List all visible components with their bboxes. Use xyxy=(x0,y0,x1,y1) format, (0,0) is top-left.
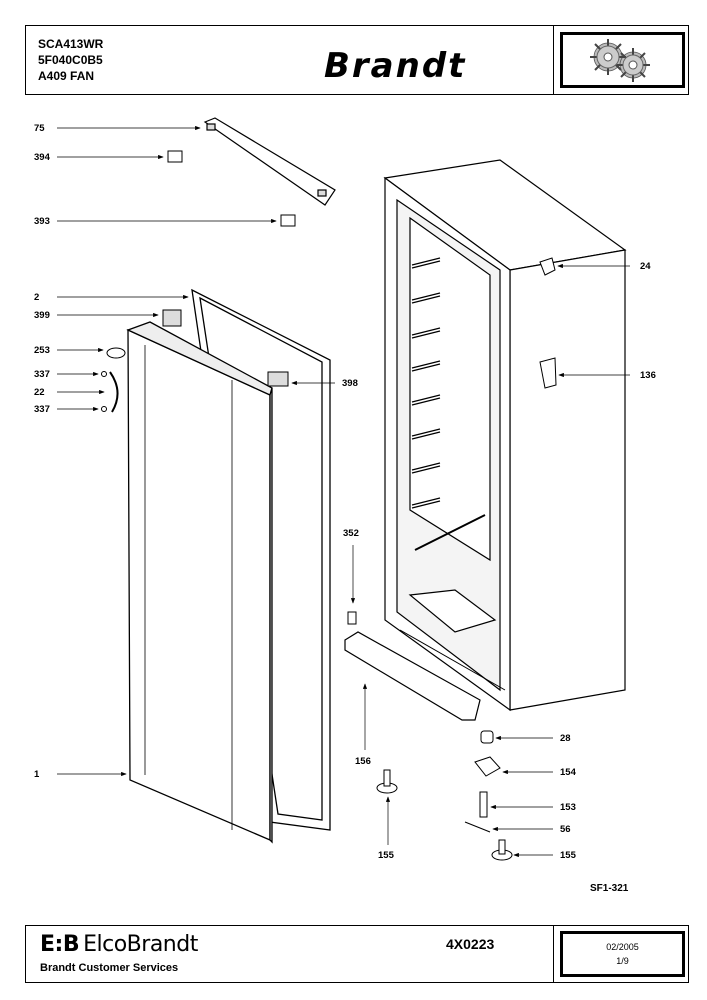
callout-label: 1 xyxy=(34,769,40,780)
callout-label: 352 xyxy=(343,528,359,539)
model-list: SCA413WR 5F040C0B5 A409 FAN xyxy=(38,36,103,84)
exploded-parts-diagram: 75 394 393 2 399 253 337 22 337 1 398 35… xyxy=(34,117,656,861)
date-cell: 02/2005 1/9 xyxy=(553,926,689,982)
document-date: 02/2005 xyxy=(606,942,639,952)
logo-cell xyxy=(553,26,689,94)
callout-label: 155 xyxy=(560,850,577,861)
model-code: SCA413WR xyxy=(38,37,104,51)
date-frame: 02/2005 1/9 xyxy=(560,931,685,977)
callout-label: 253 xyxy=(34,345,50,356)
model-code: 5F040C0B5 xyxy=(38,53,103,67)
callout-label: 24 xyxy=(640,261,651,272)
callout-label: 337 xyxy=(34,404,50,415)
company-mark: E:B xyxy=(40,932,80,957)
callout-label: 28 xyxy=(560,733,571,744)
gears-logo-frame xyxy=(560,32,685,88)
callout-label: 398 xyxy=(342,378,358,389)
callout-label: 394 xyxy=(34,152,51,163)
callout-label: 22 xyxy=(34,387,45,398)
callout-label: 75 xyxy=(34,123,45,134)
callout-label: 399 xyxy=(34,310,50,321)
callout-label: 337 xyxy=(34,369,50,380)
top-cover-bar xyxy=(203,117,336,206)
kick-plate xyxy=(344,631,481,721)
page-number: 1/9 xyxy=(616,956,629,966)
document-reference: 4X0223 xyxy=(446,936,495,952)
callout-label: 136 xyxy=(640,370,656,381)
company-name: ElcoBrandt xyxy=(83,932,198,957)
callout-labels: 75 394 393 2 399 253 337 22 337 1 398 35… xyxy=(34,123,656,861)
callout-label: 153 xyxy=(560,802,576,813)
callout-label: 56 xyxy=(560,824,571,835)
gears-icon xyxy=(590,39,650,82)
callout-label: 156 xyxy=(355,756,371,767)
brand-logo: Brandt xyxy=(324,46,467,86)
header-box: SCA413WR 5F040C0B5 A409 FAN Brandt xyxy=(25,25,689,95)
callout-label: 2 xyxy=(34,292,39,303)
callout-label: 154 xyxy=(560,767,577,778)
model-code: A409 FAN xyxy=(38,69,95,83)
cabinet-body xyxy=(383,159,627,712)
door-panel xyxy=(126,321,273,844)
drawing-reference: SF1-321 xyxy=(590,883,629,894)
callout-label: 393 xyxy=(34,216,50,227)
shelf-guides xyxy=(399,257,506,691)
callout-label: 155 xyxy=(378,850,395,861)
service-name: Brandt Customer Services xyxy=(40,962,179,974)
